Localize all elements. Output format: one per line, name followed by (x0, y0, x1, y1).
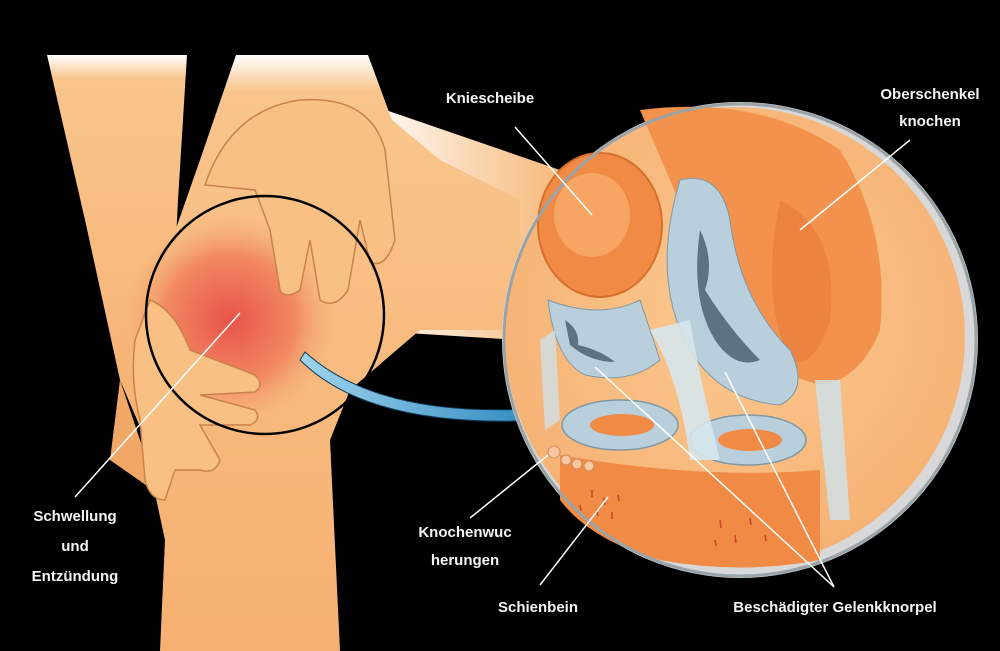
magnified-joint (502, 102, 978, 578)
label-swelling-inflammation: Schwellung und Entzündung (31, 508, 119, 585)
label-damaged-cartilage: Beschädigter Gelenkknorpel (733, 599, 937, 616)
lower-hand (132, 299, 261, 501)
label-osteophytes: Knochenwuc herungen (418, 524, 512, 569)
tibia-bone (560, 455, 820, 568)
label-kneecap: Kniescheibe (445, 90, 535, 107)
osteophytes (547, 445, 595, 472)
focus-circle (144, 194, 386, 436)
leader-lines (74, 126, 911, 588)
label-femur: Oberschenkel knochen (880, 86, 980, 130)
label-tibia: Schienbein (497, 599, 579, 616)
